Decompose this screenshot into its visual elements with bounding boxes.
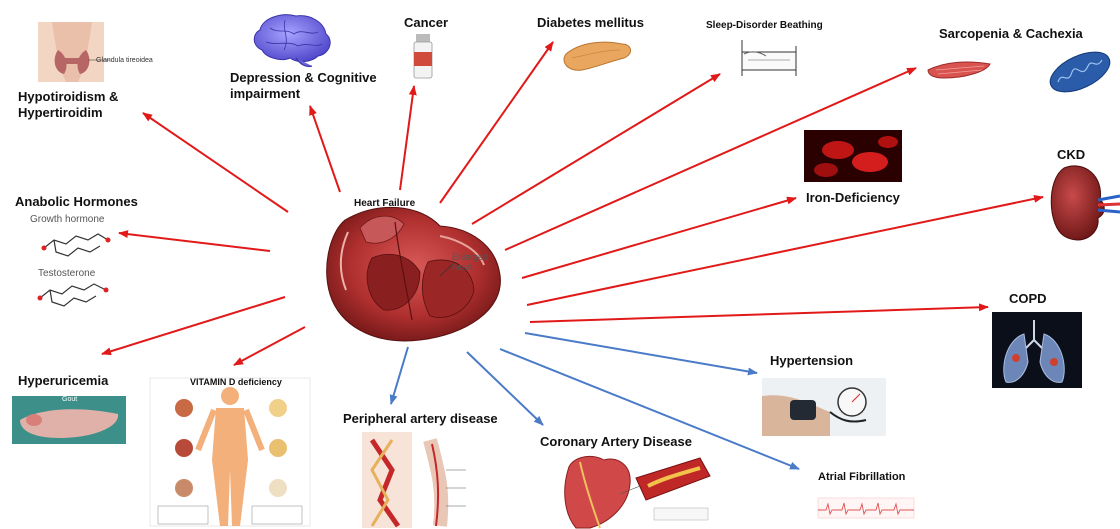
kidney-image [1051,166,1120,240]
ecg-strip-image [818,498,914,518]
label-iron-deficiency: Iron-Deficiency [806,190,900,206]
cad-image [565,456,710,528]
label-ckd: CKD [1057,147,1085,163]
pancreas-image [564,42,631,70]
gout-foot-image [12,396,126,444]
arrow-ckd [527,197,1043,305]
enlarged-heart-annotation: Enlarged heart [452,252,496,272]
mitochondria-image [1044,44,1116,100]
heart-failure-title: Heart Failure [354,196,415,212]
pad-artery-image [362,432,466,528]
gout-caption: Gout [62,396,77,403]
label-growth-hormone: Growth hormone [30,214,104,225]
muscle-image [928,62,990,78]
bed-image [742,40,796,76]
label-cancer: Cancer [404,15,448,31]
label-hypothyroidism: Hypotiroidism & Hypertiroidim [18,89,148,121]
label-sleep-disorder: Sleep-Disorder Beathing [706,18,823,34]
arrow-pad [391,347,408,404]
blood-pressure-image [762,378,886,436]
arrow-anabolic [119,233,270,251]
label-copd: COPD [1009,291,1047,307]
label-vitamin-d: VITAMIN D deficiency [190,374,282,390]
arrow-cancer [400,86,414,190]
arrow-copd [530,307,988,322]
arrow-hyperuricemia [102,297,285,354]
thyroid-caption: Glandula tireoidea [96,57,153,64]
arrow-iron [522,198,796,278]
label-sarcopenia: Sarcopenia & Cachexia [939,26,1083,42]
arrow-depression [310,106,340,192]
growth-hormone-molecule [42,234,111,256]
label-coronary-artery-disease: Coronary Artery Disease [540,434,692,450]
label-hyperuricemia: Hyperuricemia [18,373,108,389]
label-depression: Depression & Cognitive impairment [230,70,390,102]
arrow-af [500,349,799,469]
label-anabolic-hormones: Anabolic Hormones [15,194,138,210]
thyroid-image [38,22,110,82]
arrow-hypertension [525,333,757,373]
arrow-vitamin-d [234,327,305,365]
label-diabetes: Diabetes mellitus [537,15,644,31]
red-blood-cells-image [804,130,902,182]
brain-image [254,15,330,67]
label-peripheral-artery-disease: Peripheral artery disease [343,411,498,427]
arrow-sleep [472,74,720,224]
cancer-vial-image [414,34,432,78]
label-testosterone: Testosterone [38,268,95,279]
lungs-image [992,312,1082,388]
arrow-hypothyroid [143,113,288,212]
testosterone-molecule [38,284,109,306]
heart-illustration [327,207,501,341]
label-hypertension: Hypertension [770,353,853,369]
label-atrial-fibrillation: Atrial Fibrillation [818,469,905,485]
arrow-diabetes [440,42,553,203]
vitamin-d-image [150,378,310,526]
